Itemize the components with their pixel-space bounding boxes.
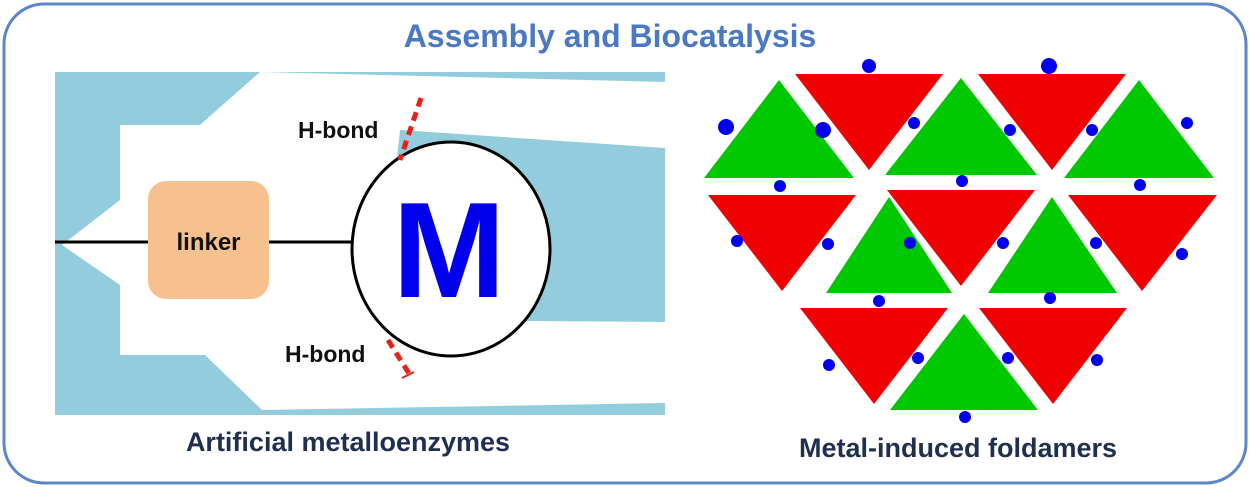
triangle-red xyxy=(795,74,943,170)
metal-ion-dot xyxy=(912,352,924,364)
linker-label: linker xyxy=(176,229,240,256)
metal-ion-dot xyxy=(959,411,971,423)
metal-ion-dot xyxy=(1004,124,1016,136)
hbond-bottom-label: H-bond xyxy=(285,341,365,367)
metal-ion-dot xyxy=(997,237,1009,249)
metal-ion-dot xyxy=(774,180,786,192)
triangle-green xyxy=(885,78,1037,175)
metal-ion-dot xyxy=(1002,352,1014,364)
metal-ion-dot xyxy=(862,59,876,73)
metal-circle xyxy=(350,140,552,358)
artificial-metalloenzyme-illustration: linker M H-bond H-bond Artificial metall… xyxy=(55,72,665,457)
metal-ion-dot xyxy=(1090,237,1102,249)
metal-ion-dot xyxy=(815,122,831,138)
triangle-red xyxy=(887,190,1035,286)
metal-ion-dot xyxy=(731,235,743,247)
left-caption: Artificial metalloenzymes xyxy=(186,427,510,457)
metal-ion-dot xyxy=(1181,117,1193,129)
metal-ion-dot xyxy=(908,117,920,129)
triangle-green xyxy=(890,314,1038,410)
hbond-bottom-tail xyxy=(401,371,415,379)
metal-ion-dot xyxy=(904,237,916,249)
metal-ion-dot xyxy=(718,119,734,135)
triangle-red xyxy=(1068,195,1217,291)
triangle-red xyxy=(800,308,948,404)
triangle-green xyxy=(988,197,1117,293)
metal-ion-dot xyxy=(1086,124,1098,136)
metal-ion-dot xyxy=(823,359,835,371)
triangle-red xyxy=(979,308,1127,404)
triangle-red xyxy=(708,195,856,291)
metal-ion-dot xyxy=(1176,248,1188,260)
diagram-title: Assembly and Biocatalysis xyxy=(404,18,817,54)
metal-ion-dot xyxy=(1134,179,1146,191)
hbond-top-line xyxy=(397,97,424,161)
metal-ion-dot xyxy=(1091,354,1103,366)
triangle-green xyxy=(1064,80,1214,178)
triangle-red xyxy=(978,74,1126,170)
metal-ion-dot xyxy=(1044,292,1056,304)
right-caption: Metal-induced foldamers xyxy=(799,433,1117,463)
metal-ion-dot xyxy=(873,295,885,307)
protein-scaffold xyxy=(55,72,665,415)
linker-box xyxy=(148,181,269,299)
triangle-green xyxy=(826,197,952,293)
hbond-top-label: H-bond xyxy=(298,117,378,143)
hbond-bottom-line xyxy=(385,338,413,377)
metal-ion-dot xyxy=(956,175,968,187)
metal-label: M xyxy=(392,174,505,326)
metal-ion-dot xyxy=(822,238,834,250)
metal-induced-foldamer-illustration: Metal-induced foldamers xyxy=(704,58,1217,463)
triangle-green xyxy=(704,80,854,178)
metal-ion-dot xyxy=(1041,58,1057,74)
